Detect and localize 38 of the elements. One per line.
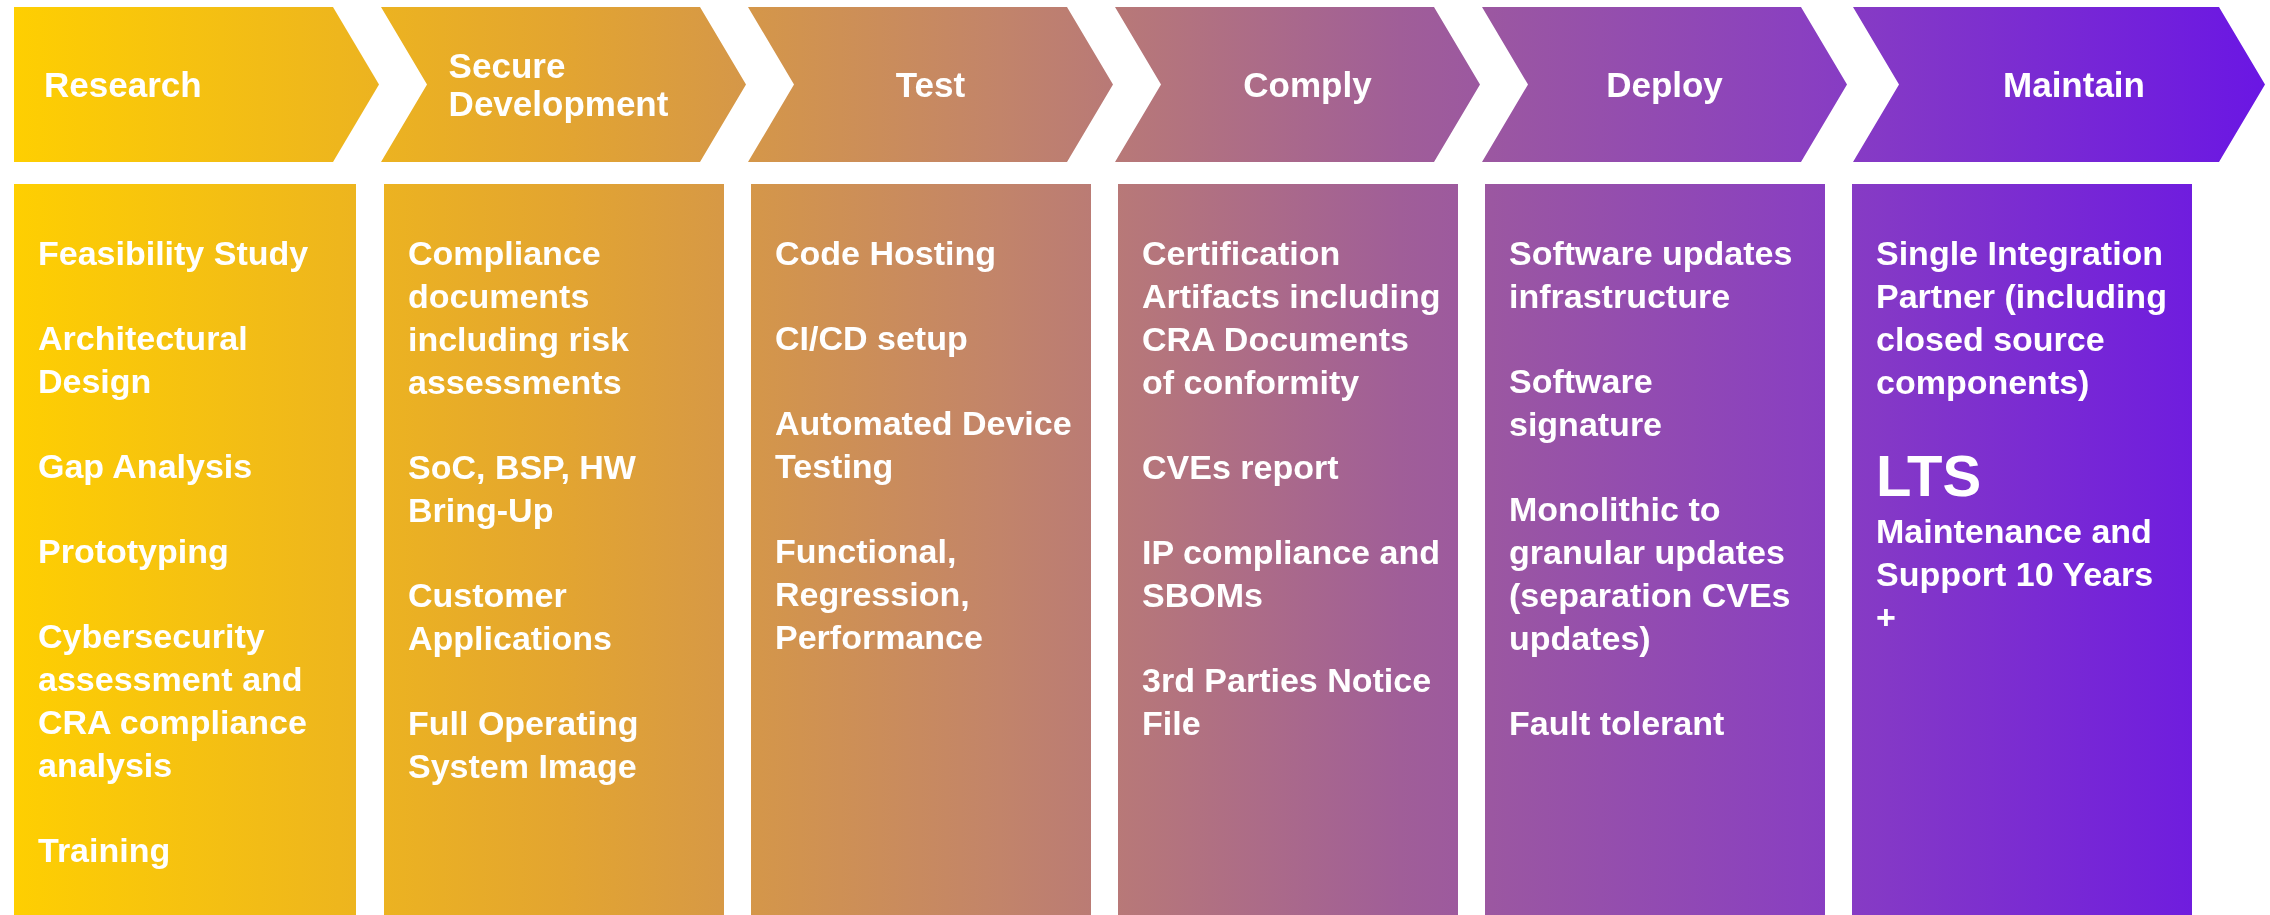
service-item: Maintenance and Support 10 Years + (1876, 511, 2155, 638)
service-item: Full Operating System Image (408, 703, 640, 787)
stage-header-banner (14, 7, 379, 162)
service-item: Single Integration Partner (including closed source components) (1876, 233, 2168, 403)
service-item: 3rd Parties Notice File (1142, 660, 1433, 744)
service-item: CI/CD setup (775, 318, 969, 359)
stage-panel (751, 184, 1091, 915)
highlight-text: LTS (1876, 446, 1983, 506)
service-item: Gap Analysis (38, 446, 254, 487)
stage-panel (14, 184, 356, 915)
service-item: CVEs report (1142, 447, 1340, 488)
service-item: Code Hosting (775, 233, 997, 274)
stage-title: Research (44, 65, 202, 104)
stage-panel (384, 184, 724, 915)
service-item: Feasibility Study (38, 233, 310, 274)
service-item: IP compliance and SBOMs (1142, 532, 1441, 616)
stage-title: Maintain (2003, 65, 2145, 104)
stage-panel (1118, 184, 1458, 915)
service-item: Automated Device Testing (775, 403, 1073, 487)
service-item: Compliance documents including risk assessments (408, 233, 631, 403)
stage-title: Deploy (1606, 65, 1723, 104)
service-item: Cybersecurity assessment and CRA compliance analysis (38, 616, 308, 786)
service-item: Training (38, 830, 172, 871)
service-item: Certification Artifacts including CRA Documents of conformity (1142, 233, 1442, 403)
service-item: SoC, BSP, HW Bring-Up (408, 447, 637, 531)
stage-title: Test (895, 65, 966, 104)
service-item: Software updates infrastructure (1509, 233, 1794, 317)
service-item: Customer Applications (408, 575, 614, 659)
service-item: Fault tolerant (1509, 703, 1726, 744)
service-item: Architectural Design (38, 318, 249, 402)
service-item: Functional, Regression, Performance (775, 531, 984, 658)
stage-panel (1485, 184, 1825, 915)
service-item: Software signature (1509, 361, 1664, 445)
stage-title: Comply (1243, 65, 1372, 104)
stage-title: Secure Development (448, 46, 669, 123)
service-item: Prototyping (38, 531, 230, 572)
service-item: Monolithic to granular updates (separation CVEs updates) (1509, 489, 1792, 659)
stage-panel (1852, 184, 2192, 915)
